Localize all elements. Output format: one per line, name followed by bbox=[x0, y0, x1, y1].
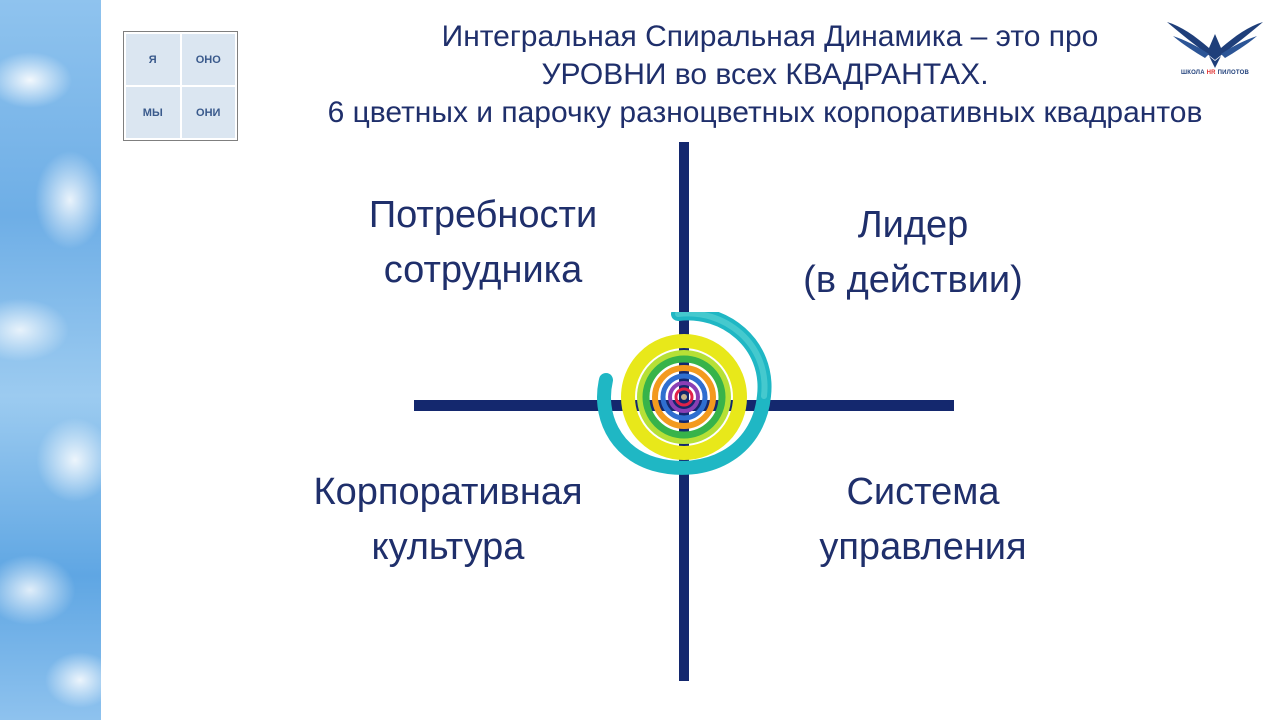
logo-caption: ШКОЛА HR ПИЛОТОВ bbox=[1163, 70, 1267, 76]
logo-caption-accent: HR bbox=[1206, 70, 1216, 76]
quadrant-top-left-line-1: Потребности bbox=[368, 194, 598, 236]
quadrant-top-left: Потребности сотрудника bbox=[330, 188, 636, 298]
quadrant-top-right-line-2: (в действии) bbox=[803, 259, 1023, 301]
quadrant-bottom-left-line-1: Корпоративная bbox=[313, 471, 583, 513]
mini-quadrant-grid: Я ОНО МЫ ОНИ bbox=[123, 31, 238, 141]
title-line-3: 6 цветных и парочку разноцветных корпора… bbox=[327, 96, 1203, 129]
spiral-dynamics-icon bbox=[597, 312, 772, 475]
mini-quadrant-my: МЫ bbox=[126, 87, 180, 138]
quadrant-bottom-right: Система управления bbox=[770, 465, 1076, 575]
mini-quadrant-ono: ОНО bbox=[181, 34, 235, 85]
logo-caption-end: ПИЛОТОВ bbox=[1215, 70, 1249, 76]
quadrant-top-left-line-2: сотрудника bbox=[383, 249, 583, 291]
quadrant-bottom-left-line-2: культура bbox=[371, 526, 525, 568]
title-line-2: УРОВНИ во всех КВАДРАНТАХ. bbox=[541, 58, 989, 91]
quadrant-bottom-left: Корпоративная культура bbox=[270, 465, 626, 575]
mini-quadrant-oni: ОНИ bbox=[181, 87, 235, 138]
quadrant-top-right-line-1: Лидер bbox=[857, 204, 969, 246]
slide-title: Интегральная Спиральная Динамика – это п… bbox=[250, 18, 1280, 132]
quadrant-bottom-right-line-2: управления bbox=[819, 526, 1027, 568]
quadrant-bottom-right-line-1: Система bbox=[846, 471, 1000, 513]
mini-quadrant-ya: Я bbox=[126, 34, 180, 85]
wings-logo-icon bbox=[1167, 22, 1263, 68]
quadrant-top-right: Лидер (в действии) bbox=[760, 198, 1066, 308]
title-line-1: Интегральная Спиральная Динамика – это п… bbox=[441, 20, 1099, 53]
logo-caption-start: ШКОЛА bbox=[1181, 70, 1207, 76]
sky-background bbox=[0, 0, 101, 720]
